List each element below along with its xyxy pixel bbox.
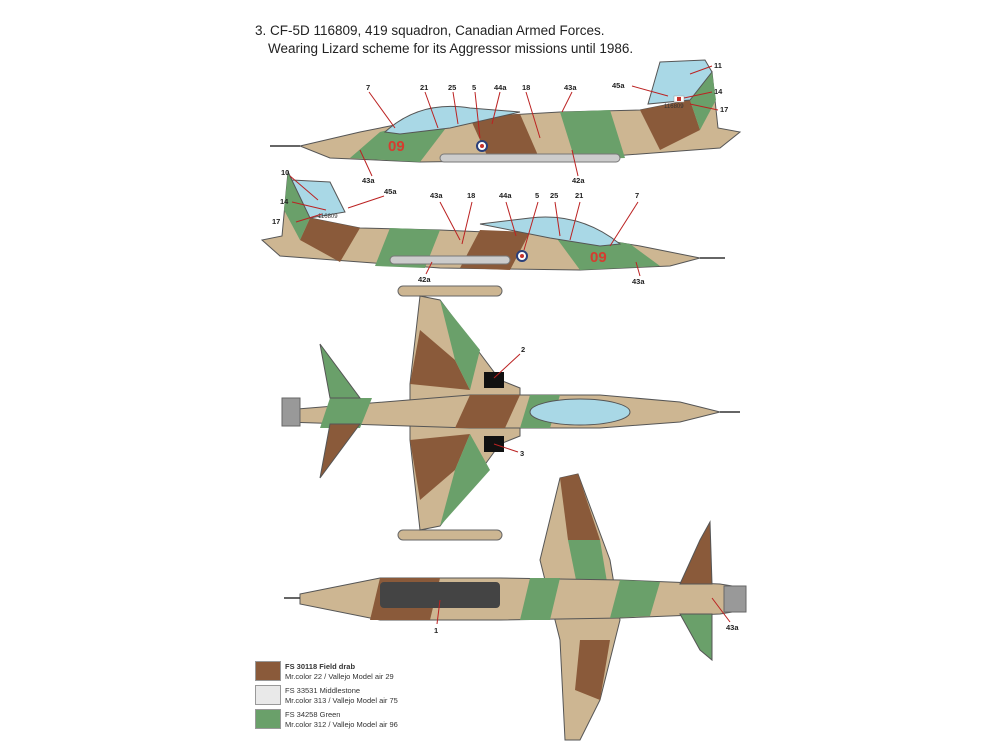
caption-line-2: Wearing Lizard scheme for its Aggressor … (268, 41, 634, 56)
svg-text:14: 14 (714, 87, 723, 96)
tail-serial-2: 116809 (318, 214, 338, 220)
svg-text:14: 14 (280, 197, 289, 206)
svg-text:5: 5 (472, 83, 476, 92)
svg-text:45a: 45a (612, 81, 625, 90)
legend-mr-3: Mr.color 312 / Vallejo Model air 96 (285, 720, 398, 729)
svg-text:43a: 43a (632, 277, 645, 286)
svg-text:18: 18 (467, 191, 475, 200)
svg-text:17: 17 (272, 217, 280, 226)
svg-text:21: 21 (420, 83, 428, 92)
svg-text:17: 17 (720, 105, 728, 114)
swatch-middlestone (255, 685, 281, 705)
svg-text:44a: 44a (499, 191, 512, 200)
svg-text:42a: 42a (572, 176, 585, 185)
legend-mr-1: Mr.color 22 / Vallejo Model air 29 (285, 672, 394, 681)
svg-text:45a: 45a (384, 187, 397, 196)
svg-text:2: 2 (521, 345, 525, 354)
bottom-view (284, 473, 747, 741)
side-profile-left: 09 116809 (270, 59, 742, 163)
svg-text:21: 21 (575, 191, 583, 200)
swatch-field-drab (255, 661, 281, 681)
legend-fs-1: FS 30118 Field drab (285, 662, 356, 671)
side-profile-right: 09 116809 (260, 170, 725, 271)
svg-text:18: 18 (522, 83, 530, 92)
svg-text:43a: 43a (564, 83, 577, 92)
svg-text:42a: 42a (418, 275, 431, 284)
legend-mr-2: Mr.color 313 / Vallejo Model air 75 (285, 696, 398, 705)
svg-text:25: 25 (550, 191, 558, 200)
caption-line-1: 3. CF-5D 116809, 419 squadron, Canadian … (255, 23, 605, 38)
legend-item-2: FS 33531 Middlestone Mr.color 313 / Vall… (285, 686, 398, 706)
legend-fs-2: FS 33531 Middlestone (285, 686, 361, 695)
profile-caption: 3. CF-5D 116809, 419 squadron, Canadian … (255, 22, 633, 58)
svg-text:7: 7 (366, 83, 370, 92)
svg-text:5: 5 (535, 191, 539, 200)
top-view (281, 285, 740, 541)
nose-number-1: 09 (388, 138, 405, 155)
svg-text:43a: 43a (362, 176, 375, 185)
svg-text:44a: 44a (494, 83, 507, 92)
svg-text:7: 7 (635, 191, 639, 200)
svg-text:43a: 43a (726, 623, 739, 632)
nose-number-2: 09 (590, 249, 607, 266)
callouts: 7 21 25 5 44a 18 43a 45a 11 14 17 43a 42… (272, 61, 739, 635)
legend-item-1: FS 30118 Field drab Mr.color 22 / Vallej… (285, 662, 394, 682)
svg-text:1: 1 (434, 626, 438, 635)
legend-item-3: FS 34258 Green Mr.color 312 / Vallejo Mo… (285, 710, 398, 730)
svg-text:3: 3 (520, 449, 524, 458)
swatch-green (255, 709, 281, 729)
tail-serial-1: 116809 (664, 104, 684, 110)
svg-text:43a: 43a (430, 191, 443, 200)
svg-text:10: 10 (281, 168, 289, 177)
svg-text:25: 25 (448, 83, 456, 92)
svg-text:11: 11 (714, 61, 722, 70)
legend-fs-3: FS 34258 Green (285, 710, 341, 719)
